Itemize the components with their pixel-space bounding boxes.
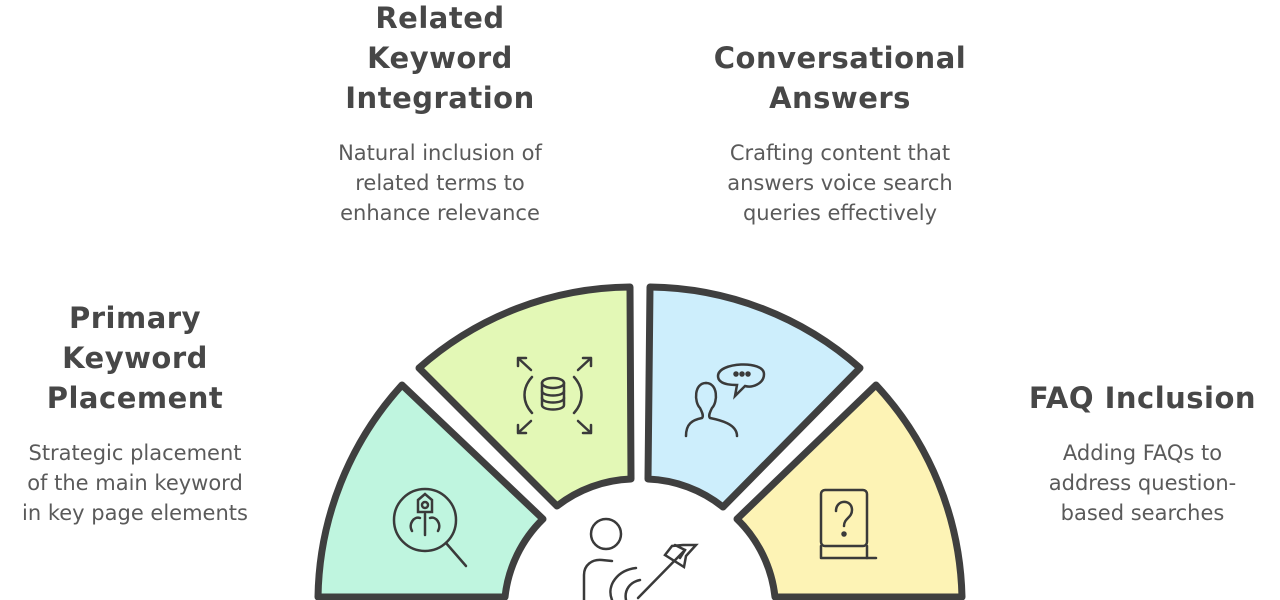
segment-description: Crafting content that answers voice sear… bbox=[690, 138, 990, 228]
description-line: answers voice search bbox=[727, 171, 953, 195]
label-related-keyword-integration: Related Keyword Integration Natural incl… bbox=[300, 0, 580, 228]
person-speech-bubble-icon bbox=[684, 363, 766, 438]
title-line: Integration bbox=[345, 81, 535, 115]
segment-title: Primary Keyword Placement bbox=[0, 298, 270, 418]
title-line: Placement bbox=[46, 381, 224, 415]
description-line: queries effectively bbox=[742, 201, 938, 225]
description-line: Strategic placement bbox=[28, 441, 242, 465]
segment-description: Strategic placement of the main keyword … bbox=[0, 438, 270, 528]
title-line: Related bbox=[375, 1, 505, 35]
title-line: Answers bbox=[769, 81, 911, 115]
segment-description: Adding FAQs to address question- based s… bbox=[1005, 438, 1280, 528]
person-target-icon bbox=[582, 517, 699, 600]
description-line: based searches bbox=[1060, 501, 1225, 525]
label-primary-keyword-placement: Primary Keyword Placement Strategic plac… bbox=[0, 298, 270, 528]
title-line: Primary bbox=[69, 301, 201, 335]
description-line: related terms to bbox=[355, 171, 525, 195]
description-line: Crafting content that bbox=[729, 141, 951, 165]
question-book-icon bbox=[819, 488, 878, 560]
description-line: enhance relevance bbox=[340, 201, 540, 225]
description-line: of the main keyword bbox=[27, 471, 243, 495]
label-faq-inclusion: FAQ Inclusion Adding FAQs to address que… bbox=[1005, 378, 1280, 528]
segment-title: Conversational Answers bbox=[690, 38, 990, 118]
segment-title: Related Keyword Integration bbox=[300, 0, 580, 118]
search-robot-icon bbox=[392, 487, 468, 568]
description-line: Adding FAQs to bbox=[1062, 441, 1223, 465]
segment-primary-keyword-placement bbox=[314, 381, 547, 600]
description-line: Natural inclusion of bbox=[338, 141, 542, 165]
segment-title: FAQ Inclusion bbox=[1005, 378, 1280, 418]
label-conversational-answers: Conversational Answers Crafting content … bbox=[690, 38, 990, 228]
title-line: Conversational bbox=[713, 41, 967, 75]
segment-description: Natural inclusion of related terms to en… bbox=[300, 138, 580, 228]
description-line: in key page elements bbox=[22, 501, 248, 525]
title-line: Keyword bbox=[367, 41, 513, 75]
title-line: Keyword bbox=[62, 341, 208, 375]
segment-conversational-answers bbox=[644, 283, 864, 511]
database-expand-icon bbox=[516, 356, 593, 435]
description-line: address question- bbox=[1048, 471, 1237, 495]
title-line: FAQ Inclusion bbox=[1028, 381, 1257, 415]
